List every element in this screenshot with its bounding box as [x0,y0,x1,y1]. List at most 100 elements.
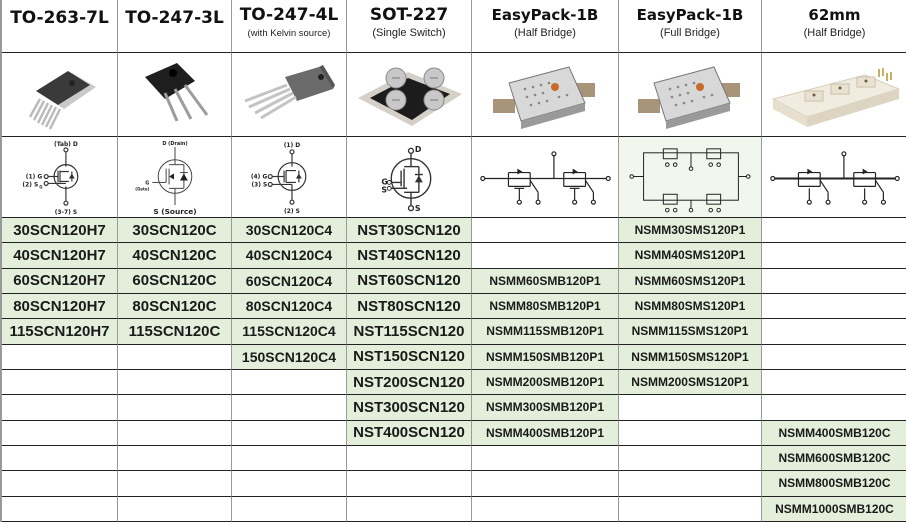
empty-cell [619,395,762,421]
empty-cell [347,471,472,497]
part-number-cell: NSMM300SMB120P1 [472,395,619,421]
part-number: NST300SCN120 [353,398,465,416]
empty-cell [232,445,347,472]
empty-cell [619,471,762,497]
column-title: 62mm [808,6,861,24]
empty-cell [232,471,347,497]
part-number: NSMM400SMB120C [778,425,891,440]
part-number-cell: NSMM400SMB120C [762,420,906,446]
part-number-cell: NSMM200SMS120P1 [619,369,762,396]
part-number: NSMM600SMB120C [778,451,891,466]
empty-cell [2,496,118,522]
empty-cell [762,243,906,269]
empty-cell [2,369,118,396]
empty-cell [347,496,472,522]
pin-label-source: (2) S [284,209,300,215]
to-263-7l-package-image [2,53,118,137]
pin-label-gate: G [145,180,149,186]
part-number-cell: NST400SCN120 [347,420,472,446]
half-bridge-schematic [472,137,619,218]
empty-cell [762,345,906,370]
empty-cell [118,369,232,396]
empty-cell [472,471,619,497]
empty-cell [619,496,762,522]
part-number-cell: 40SCN120C [118,243,232,269]
easypack-half-bridge-package-image [472,53,619,137]
column-subtitle: (Full Bridge) [660,27,720,39]
part-number: NSMM300SMB120P1 [485,400,605,415]
part-number: NSMM200SMB120P1 [485,375,605,390]
pin-label-subscript: G [39,184,42,189]
empty-cell [118,420,232,446]
part-number-cell: NSMM80SMS120P1 [619,293,762,320]
pin-label-source: S (Source) [153,207,196,216]
empty-cell [2,420,118,446]
empty-cell [762,395,906,421]
part-number-cell: NST200SCN120 [347,369,472,396]
part-number: 30SCN120C4 [245,222,333,239]
part-number: NSMM800SMB120C [778,476,891,491]
easypack-full-bridge-package-image [619,53,762,137]
to-247-4l-schematic: (1) D(4) G(3) S(2) S [232,137,347,218]
sot-227-package-image [347,53,472,137]
part-number-cell: NST115SCN120 [347,319,472,345]
part-number: 80SCN120C4 [245,298,333,315]
column-header-to247-4l: TO-247-4L (with Kelvin source) [232,0,347,53]
part-number: 40SCN120C [132,246,217,264]
empty-cell [619,445,762,472]
part-number-cell: NSMM1000SMB120C [762,496,906,522]
column-header-easypack-full: EasyPack-1B(Full Bridge) [619,0,762,53]
pin-label-source: S [414,204,420,213]
part-number: NSMM80SMS120P1 [634,299,746,314]
to-247-4l-package-image [232,53,347,137]
part-number-cell: NSMM150SMB120P1 [472,344,619,370]
part-number: 60SCN120H7 [13,272,106,290]
part-number: NST60SCN120 [357,272,461,290]
part-number: 80SCN120H7 [13,297,106,315]
part-number: NST80SCN120 [357,297,461,315]
empty-cell [2,471,118,497]
part-number: NST115SCN120 [353,322,465,340]
part-number: NSMM150SMS120P1 [631,349,749,364]
part-number: NSMM30SMS120P1 [634,223,746,238]
part-number-cell: NSMM80SMB120P1 [472,293,619,320]
part-number: NSMM40SMS120P1 [634,248,746,263]
pin-label-gate: G [381,177,387,186]
pin-label-gate-desc: (Gate) [135,186,149,191]
part-number-cell: NSMM60SMS120P1 [619,268,762,294]
part-number: NST40SCN120 [357,246,461,264]
part-number-cell: NSMM40SMS120P1 [619,243,762,269]
part-number-cell: NSMM115SMS120P1 [619,319,762,345]
column-title: TO-247-4L [239,5,339,25]
part-number-cell: 115SCN120C4 [232,319,347,345]
part-number: NSMM60SMB120P1 [489,273,601,288]
empty-cell [232,420,347,446]
part-number: 30SCN120H7 [13,221,106,239]
pin-label-gate: (1) G [26,174,43,180]
column-subtitle: (with Kelvin source) [247,28,331,39]
empty-cell [762,319,906,345]
empty-cell [762,218,906,244]
empty-cell [472,496,619,522]
to-247-3l-schematic: D (Drain)G(Gate)S (Source) [118,137,232,218]
empty-cell [2,395,118,421]
empty-cell [118,344,232,370]
pin-label-drain: D [414,145,421,154]
part-number-cell: 115SCN120H7 [2,319,118,345]
part-number: 40SCN120C4 [245,247,333,264]
part-number-cell: NST60SCN120 [347,268,472,294]
part-number-cell: 115SCN120C [118,319,232,345]
part-number-cell: NSMM600SMB120C [762,445,906,472]
part-number-cell: 40SCN120C4 [232,243,347,269]
pin-label-kelvin-source: (2) S [22,182,38,188]
column-title: EasyPack-1B [491,6,599,24]
part-number-cell: 60SCN120H7 [2,268,118,294]
column-title: TO-247-3L [125,8,224,28]
empty-cell [472,445,619,472]
column-header-to263: TO-263-7L [2,0,118,53]
part-number: NSMM1000SMB120C [775,501,894,516]
part-number: NST30SCN120 [357,221,461,239]
